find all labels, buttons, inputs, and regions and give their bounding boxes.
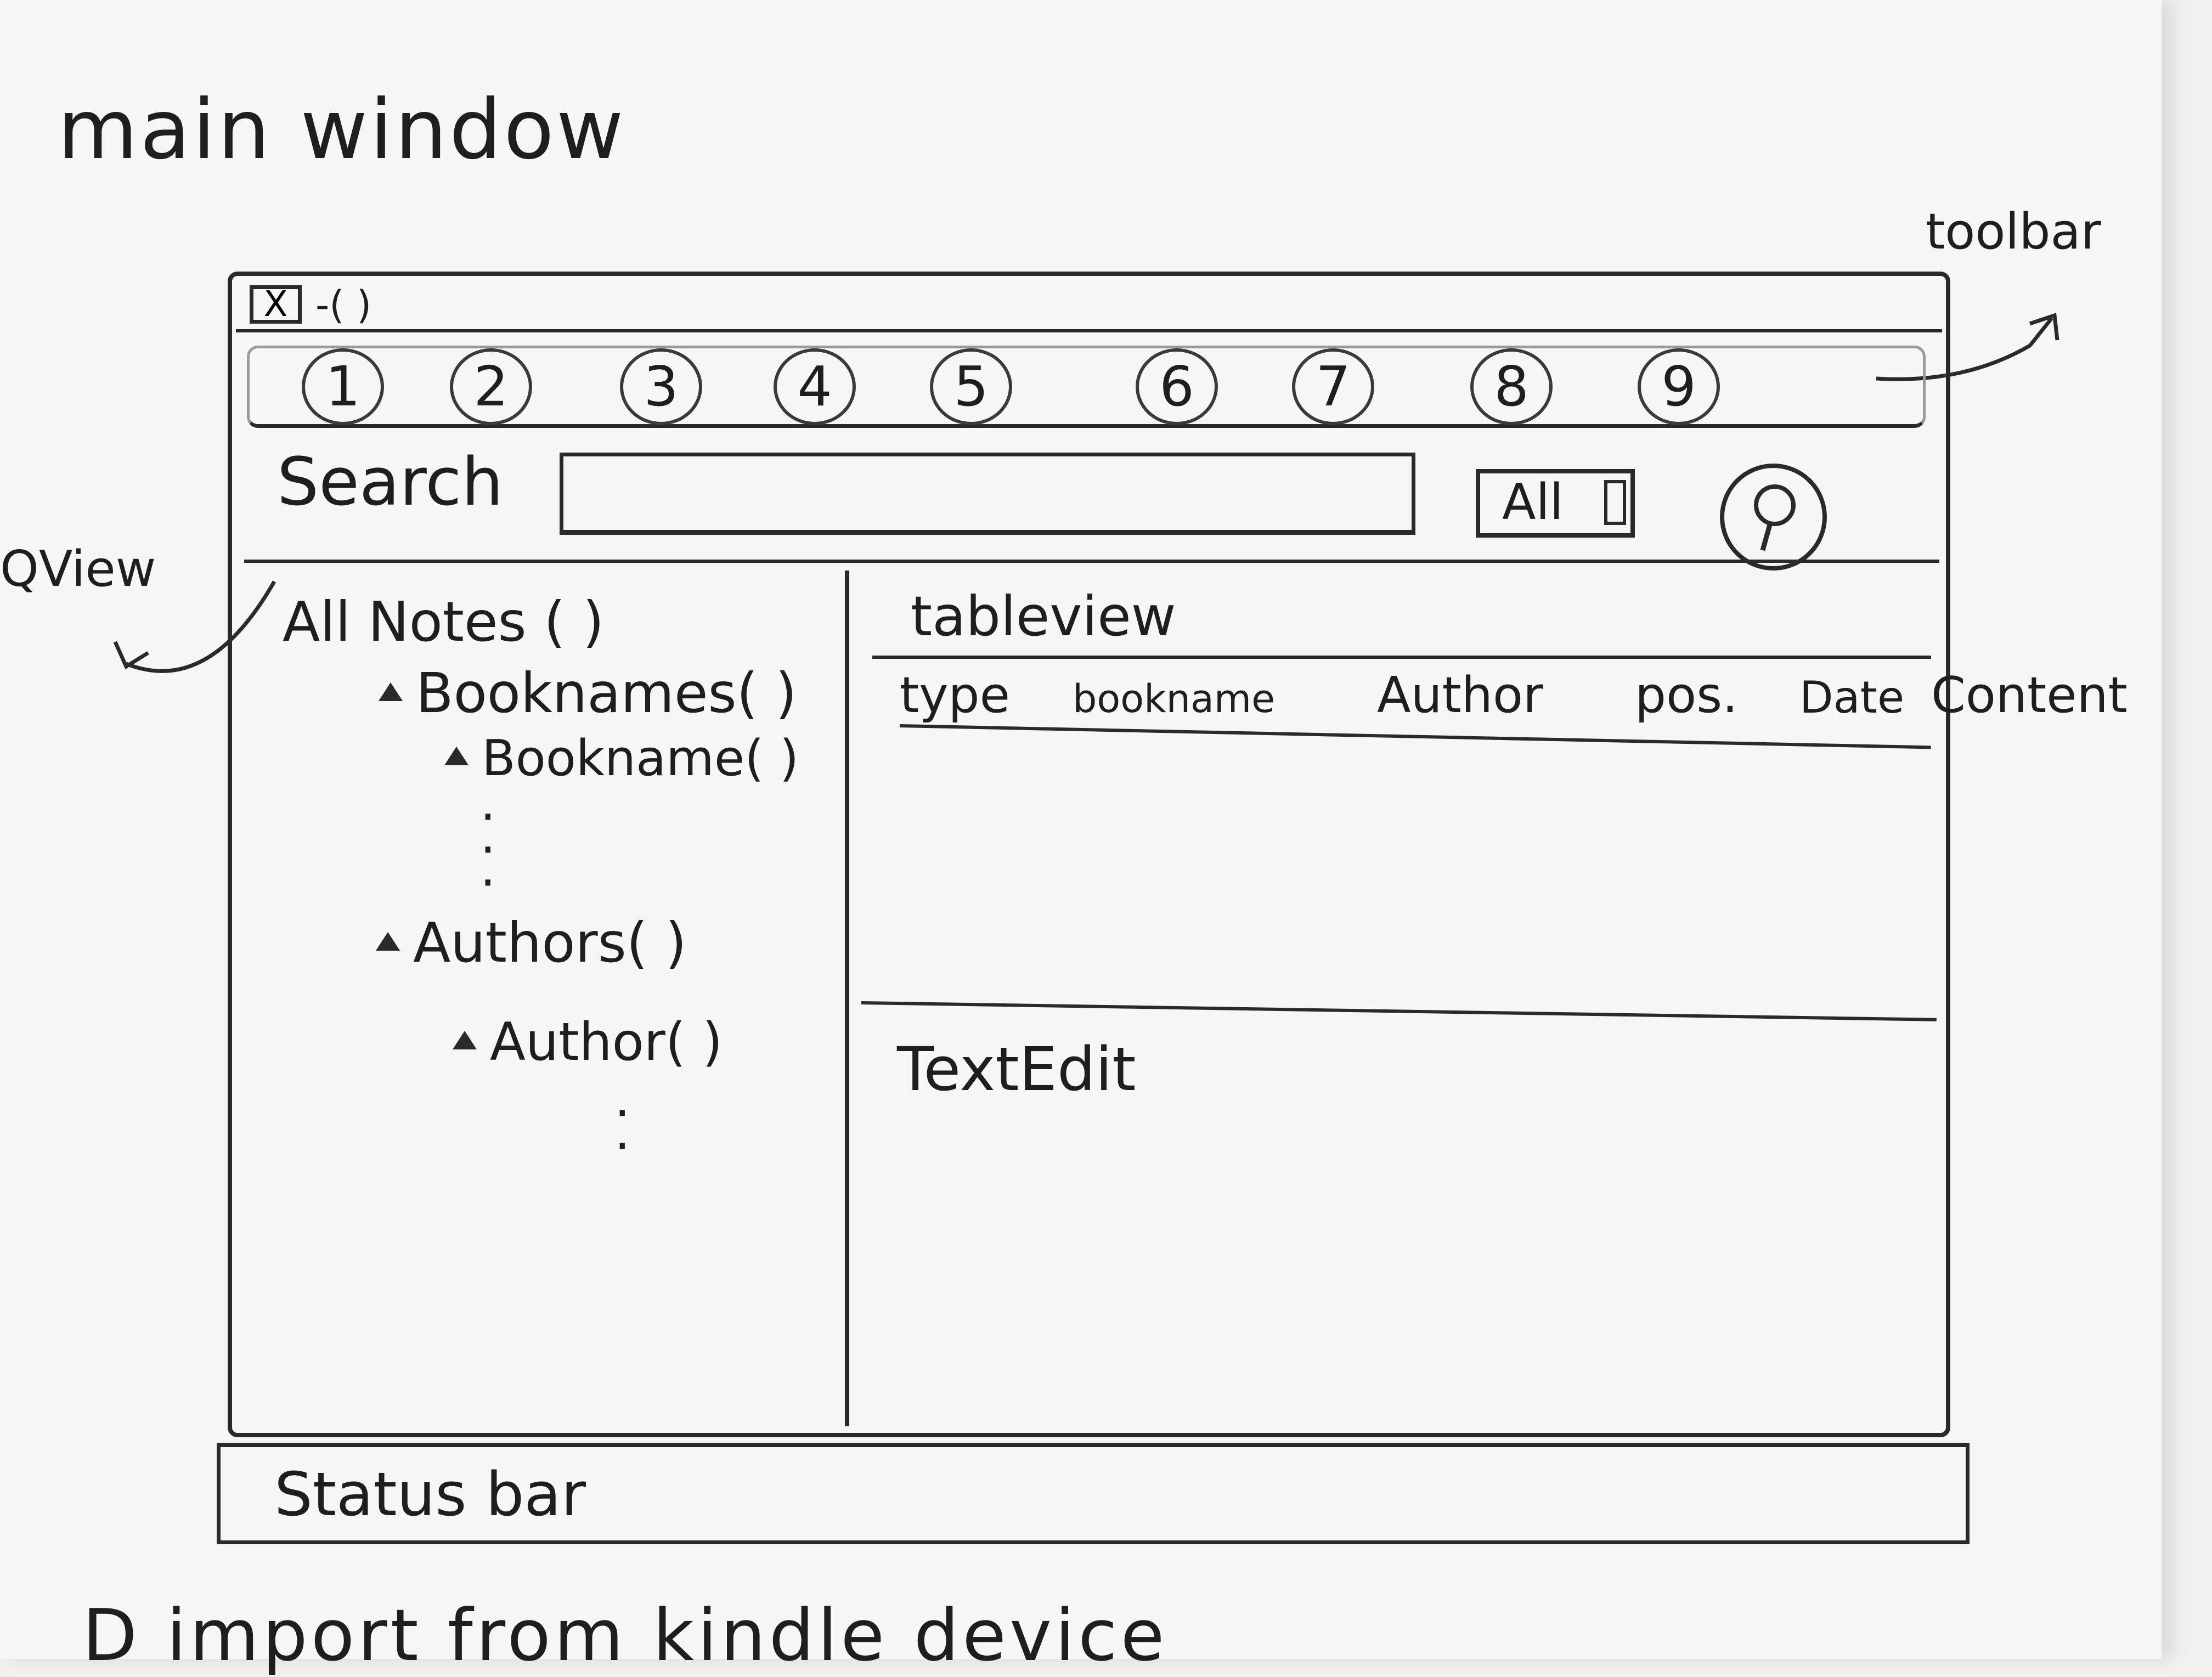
expand-triangle-icon[interactable] <box>379 682 403 701</box>
toolbar <box>247 346 1926 428</box>
tree-item-label: Bookname( ) <box>482 730 799 787</box>
tree-item-all-notes[interactable]: All Notes ( ) <box>283 590 604 654</box>
close-button[interactable]: X <box>250 285 302 324</box>
search-button[interactable] <box>1720 464 1827 571</box>
search-input[interactable] <box>560 453 1415 535</box>
tree-item-bookname[interactable]: Bookname( ) <box>444 730 799 787</box>
qview-annotation: QView <box>0 540 156 598</box>
toolbar-button-8[interactable]: 8 <box>1470 348 1553 425</box>
column-header-date[interactable]: Date <box>1799 672 1905 723</box>
table-body[interactable] <box>856 741 1931 998</box>
tree-ellipsis: ··· <box>480 788 496 912</box>
toolbar-button-9[interactable]: 9 <box>1638 348 1720 425</box>
table-header-row: type bookname Author pos. Date Content <box>900 667 2205 738</box>
tree-item-booknames[interactable]: Booknames( ) <box>379 661 797 725</box>
tree-item-label: Author( ) <box>490 1012 723 1072</box>
text-edit-area[interactable] <box>856 1114 1933 1428</box>
bottom-note: D import from kindle device <box>82 1594 1168 1677</box>
toolbar-annotation-arrow <box>1876 313 2059 381</box>
qview-annotation-arrow <box>113 580 276 673</box>
column-header-bookname[interactable]: bookname <box>1073 676 1276 721</box>
toolbar-button-6[interactable]: 6 <box>1136 348 1218 425</box>
text-edit-label: TextEdit <box>897 1034 1136 1104</box>
column-header-author[interactable]: Author <box>1377 667 1544 724</box>
title-bar <box>236 277 1942 332</box>
expand-triangle-icon[interactable] <box>376 931 400 951</box>
column-header-pos[interactable]: pos. <box>1635 667 1738 724</box>
tree-item-authors[interactable]: Authors( ) <box>376 911 687 975</box>
toolbar-annotation: toolbar <box>1926 203 2101 261</box>
expand-triangle-icon[interactable] <box>444 747 469 766</box>
toolbar-button-4[interactable]: 4 <box>774 348 856 425</box>
window-title: -( ) <box>315 283 372 328</box>
tree-item-label: Booknames( ) <box>416 661 797 725</box>
table-top-border <box>872 656 1931 659</box>
status-bar-label: Status bar <box>274 1459 586 1529</box>
magnifier-icon <box>1754 484 1796 551</box>
tree-ellipsis: ·· <box>614 1085 630 1175</box>
search-divider <box>244 560 1939 563</box>
toolbar-button-5[interactable]: 5 <box>930 348 1012 425</box>
expand-triangle-icon[interactable] <box>453 1031 477 1050</box>
dropdown-arrow-icon[interactable] <box>1604 480 1626 525</box>
main-window <box>228 272 1950 1437</box>
toolbar-button-2[interactable]: 2 <box>450 348 532 425</box>
column-header-type[interactable]: type <box>900 667 1011 724</box>
search-scope-select[interactable]: All <box>1476 469 1635 538</box>
toolbar-button-7[interactable]: 7 <box>1292 348 1374 425</box>
column-header-content[interactable]: Content <box>1931 667 2128 724</box>
pane-splitter[interactable] <box>845 571 849 1426</box>
table-view-title: tableview <box>911 584 1176 648</box>
status-bar <box>217 1443 1970 1544</box>
toolbar-button-1[interactable]: 1 <box>302 348 384 425</box>
tree-item-label: Authors( ) <box>413 911 687 975</box>
toolbar-button-3[interactable]: 3 <box>620 348 702 425</box>
tree-item-label: All Notes ( ) <box>283 590 605 654</box>
page-title: main window <box>58 82 626 178</box>
tree-view[interactable]: All Notes ( ) Booknames( ) Bookname( ) ·… <box>230 565 845 1426</box>
search-scope-value: All <box>1502 473 1564 531</box>
search-label: Search <box>277 444 504 521</box>
tree-item-author[interactable]: Author( ) <box>453 1012 723 1072</box>
